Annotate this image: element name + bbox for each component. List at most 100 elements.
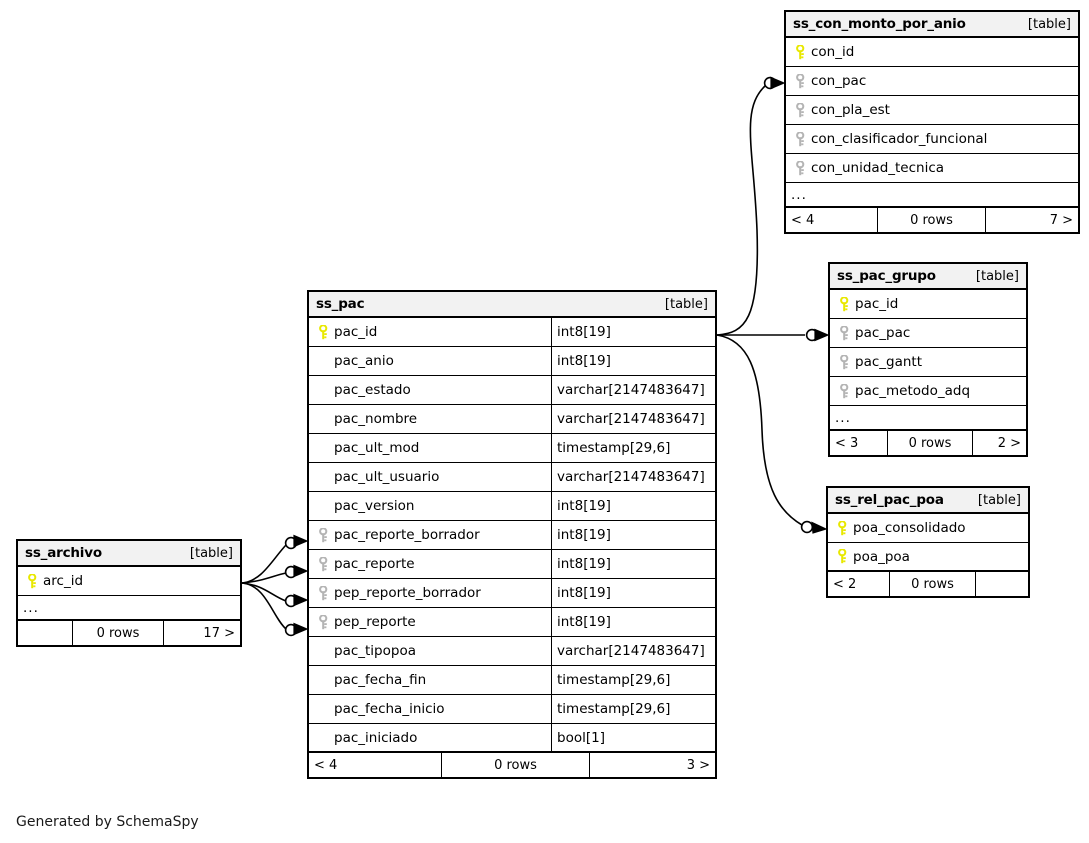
- column-label: con_clasificador_funcional: [811, 131, 988, 147]
- column-label: pac_fecha_fin: [334, 672, 427, 688]
- footer-inbound-count[interactable]: < 4: [786, 208, 878, 232]
- footer-outbound-count[interactable]: [976, 572, 1028, 596]
- table-column-row[interactable]: pac_metodo_adq: [830, 377, 1026, 406]
- column-name-cell: pac_ult_usuario: [309, 463, 552, 491]
- cardinality-zero-rel-pac-poa: [800, 520, 814, 534]
- table-header-ss_archivo: ss_archivo [table]: [18, 541, 240, 567]
- more-columns-ellipsis[interactable]: ...: [18, 596, 240, 621]
- column-datatype: timestamp[29,6]: [557, 440, 671, 456]
- more-columns-ellipsis[interactable]: ...: [830, 406, 1026, 431]
- footer-row-count: 0 rows: [442, 753, 590, 777]
- column-label: con_pla_est: [811, 102, 890, 118]
- column-label: pac_gantt: [855, 354, 922, 370]
- table-column-row[interactable]: con_unidad_tecnica: [786, 154, 1078, 183]
- column-label: pep_reporte_borrador: [334, 585, 481, 601]
- column-datatype: int8[19]: [557, 353, 611, 369]
- column-label: pac_estado: [334, 382, 411, 398]
- footer-inbound-count[interactable]: < 4: [309, 753, 442, 777]
- table-column-row[interactable]: poa_consolidado: [828, 514, 1028, 543]
- column-datatype: varchar[2147483647]: [557, 643, 705, 659]
- foreign-key-icon: [315, 527, 334, 543]
- table-type-tag: [table]: [189, 545, 233, 561]
- primary-key-icon: [792, 44, 811, 60]
- table-column-row[interactable]: pac_anio int8[19]: [309, 347, 715, 376]
- cardinality-zero-pac-grupo: [805, 328, 819, 342]
- column-name-cell: pac_ult_mod: [309, 434, 552, 462]
- footer-outbound-count[interactable]: 17 >: [203, 625, 235, 641]
- column-label: con_unidad_tecnica: [811, 160, 945, 176]
- foreign-key-icon: [315, 614, 334, 630]
- generated-by-credit: Generated by SchemaSpy: [16, 814, 199, 830]
- table-column-row[interactable]: con_clasificador_funcional: [786, 125, 1078, 154]
- connector-archivo-to-pep-reporte: [241, 582, 287, 630]
- primary-key-icon: [834, 549, 853, 564]
- table-type-tag: [table]: [977, 492, 1021, 508]
- table-title: ss_archivo: [25, 545, 102, 561]
- column-label: pac_pac: [855, 325, 911, 341]
- column-name-cell: poa_consolidado: [828, 514, 1028, 542]
- column-datatype: int8[19]: [557, 324, 611, 340]
- table-column-row[interactable]: con_id: [786, 38, 1078, 67]
- table-column-row[interactable]: poa_poa: [828, 543, 1028, 572]
- footer-outbound-count[interactable]: 2 >: [997, 435, 1021, 451]
- foreign-key-icon: [792, 160, 811, 176]
- column-name-cell: con_unidad_tecnica: [786, 154, 1078, 182]
- table-column-row[interactable]: arc_id: [18, 567, 240, 596]
- column-label: arc_id: [43, 573, 84, 589]
- column-name-cell: pac_version: [309, 492, 552, 520]
- table-column-row[interactable]: pac_gantt: [830, 348, 1026, 377]
- connector-archivo-to-pac-reporte-borrador: [241, 544, 287, 584]
- table-column-row[interactable]: pac_estado varchar[2147483647]: [309, 376, 715, 405]
- column-label: pac_anio: [334, 353, 394, 369]
- foreign-key-icon: [315, 556, 334, 572]
- table-column-row[interactable]: con_pac: [786, 67, 1078, 96]
- footer-outbound-count[interactable]: 3 >: [686, 757, 710, 773]
- column-name-cell: con_id: [786, 38, 1078, 66]
- footer-inbound-count[interactable]: < 2: [828, 572, 890, 596]
- table-column-row[interactable]: pac_ult_mod timestamp[29,6]: [309, 434, 715, 463]
- table-column-row[interactable]: con_pla_est: [786, 96, 1078, 125]
- column-label: pac_reporte: [334, 556, 415, 572]
- column-label: pac_ult_mod: [334, 440, 420, 456]
- table-column-row[interactable]: pac_id: [830, 290, 1026, 319]
- foreign-key-icon: [836, 325, 855, 341]
- table-column-row[interactable]: pac_ult_usuario varchar[2147483647]: [309, 463, 715, 492]
- column-name-cell: con_clasificador_funcional: [786, 125, 1078, 153]
- table-type-tag: [table]: [664, 296, 708, 312]
- footer-inbound-count[interactable]: [18, 621, 73, 645]
- column-datatype: int8[19]: [557, 614, 611, 630]
- column-label: con_pac: [811, 73, 867, 89]
- table-type-tag: [table]: [975, 268, 1019, 284]
- foreign-key-icon: [315, 585, 334, 601]
- cardinality-zero-arc-3: [284, 594, 298, 608]
- footer-outbound-count[interactable]: 7 >: [1049, 212, 1073, 228]
- column-name-cell: con_pla_est: [786, 96, 1078, 124]
- column-datatype: varchar[2147483647]: [557, 382, 705, 398]
- column-label: pac_fecha_inicio: [334, 701, 445, 717]
- column-datatype: varchar[2147483647]: [557, 469, 705, 485]
- column-name-cell: arc_id: [18, 567, 240, 595]
- more-columns-ellipsis[interactable]: ...: [786, 183, 1078, 208]
- table-column-row[interactable]: pac_pac: [830, 319, 1026, 348]
- column-name-cell: poa_poa: [828, 543, 1028, 570]
- footer-inbound-count[interactable]: < 3: [830, 431, 888, 455]
